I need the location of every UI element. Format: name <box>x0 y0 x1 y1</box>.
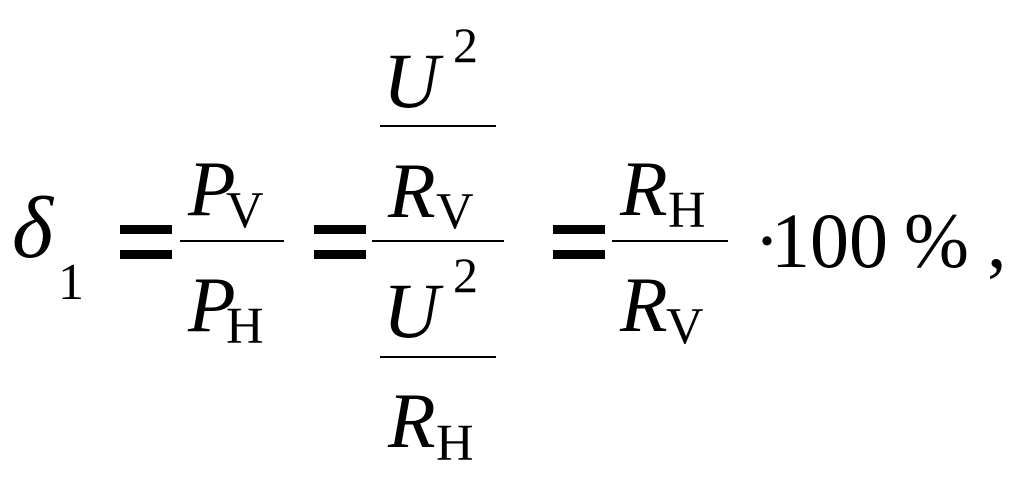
percent-sign: % <box>904 197 969 284</box>
denominator-subscript: H <box>226 298 264 355</box>
delta-symbol: δ <box>12 180 53 277</box>
numerator-subscript: H <box>668 182 706 239</box>
bottom-denominator-symbol: R <box>388 377 436 464</box>
denominator-subscript: V <box>666 298 704 355</box>
main-fraction-bar <box>372 240 504 242</box>
denominator-symbol: R <box>620 261 668 348</box>
top-numerator-symbol: U <box>383 37 440 124</box>
bottom-numerator-symbol: U <box>383 267 440 354</box>
fraction-bar <box>612 240 728 242</box>
delta-subscript: 1 <box>58 254 84 311</box>
bottom-numerator-superscript: 2 <box>453 247 478 303</box>
fraction-bar <box>180 240 284 242</box>
trailing-comma: , <box>987 197 1007 284</box>
top-denominator-symbol: R <box>388 147 436 234</box>
denominator-symbol: P <box>188 261 236 348</box>
numerator-symbol: P <box>188 145 236 232</box>
bottom-denominator-subscript: H <box>436 415 474 472</box>
numerator-subscript: V <box>226 182 264 239</box>
bottom-fraction-bar <box>380 356 496 358</box>
top-fraction-bar <box>380 125 496 127</box>
multiplication-dot: · <box>754 197 780 284</box>
top-numerator-superscript: 2 <box>453 17 478 73</box>
numerator-symbol: R <box>620 145 668 232</box>
top-denominator-subscript: V <box>436 183 474 240</box>
percentage-value: 100 <box>771 197 888 284</box>
